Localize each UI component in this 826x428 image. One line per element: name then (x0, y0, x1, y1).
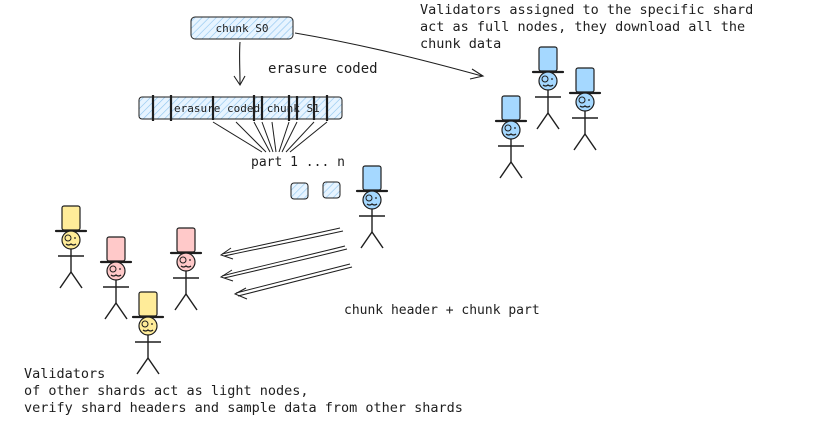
light-nodes-line: verify shard headers and sample data fro… (24, 400, 463, 416)
validator-light-yellow (54, 205, 88, 289)
download-arrow (294, 32, 485, 80)
validators-layer (54, 46, 602, 375)
part-fanout-lines (212, 121, 328, 153)
chunk-header-label: chunk header + chunk part (344, 303, 540, 318)
light-nodes-line: Validators (24, 366, 106, 382)
erasure-coded-chunk-box: erasure coded chunk S1 (138, 95, 343, 121)
chunk-s0-box: chunk S0 (190, 16, 294, 40)
validator-light-pink (99, 236, 133, 320)
validator-full-blue (531, 46, 565, 130)
erasure-arrow (233, 41, 246, 87)
full-nodes-description: Validators assigned to the specific shar… (420, 2, 753, 53)
erasure-box-label: erasure coded chunk S1 (174, 102, 320, 115)
validator-sender-blue (355, 165, 389, 249)
full-nodes-line: chunk data (420, 36, 502, 52)
validator-light-yellow (131, 291, 165, 375)
full-nodes-line: act as full nodes, they download all the (420, 19, 746, 35)
parts-label: part 1 ... n (251, 155, 345, 170)
full-nodes-line: Validators assigned to the specific shar… (420, 2, 754, 18)
send-arrows (219, 227, 353, 300)
chunk-s0-label: chunk S0 (216, 22, 269, 35)
erasure-coded-label: erasure coded (268, 61, 378, 77)
light-nodes-description: Validators of other shards act as light … (24, 366, 463, 417)
part-squares (290, 181, 341, 200)
validator-full-blue (568, 67, 602, 151)
validator-light-pink (169, 227, 203, 311)
light-nodes-line: of other shards act as light nodes, (24, 383, 309, 399)
validator-full-blue (494, 95, 528, 179)
